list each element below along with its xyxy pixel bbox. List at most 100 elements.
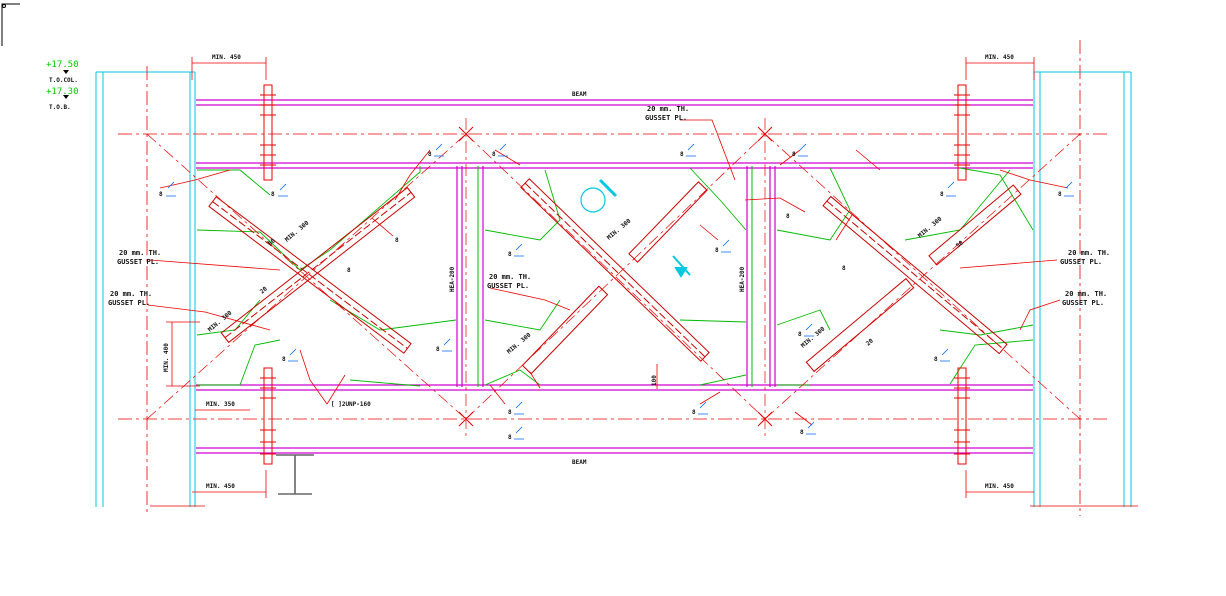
splice-plate-bottom-right (954, 367, 970, 465)
brace-mid-down (520, 178, 710, 362)
work-point-markers (458, 126, 773, 427)
unp-label: [ ]2UNP-160 (331, 401, 371, 408)
dim-min400: MIN. 400 (163, 343, 170, 372)
weld-size: 8 (786, 213, 790, 220)
level-beam-value: +17.30 (46, 87, 79, 97)
weld-size: 8 (934, 356, 938, 363)
hea-label-right: HEA-200 (739, 266, 746, 292)
level-labels: +17.50 T.O.COL. +17.30 T.O.B. (46, 60, 79, 111)
bracing-frame-bottom-beam (196, 384, 1033, 391)
weld-size: 8 (395, 237, 399, 244)
dim-100: 100 (651, 375, 658, 386)
gusset-callouts: 20 mm. TH. GUSSET PL. 20 mm. TH. GUSSET … (108, 105, 1110, 307)
dim-min300-mid-lower: MIN. 300 (506, 331, 533, 355)
dim-min300-left-lower: MIN. 300 (207, 309, 234, 333)
weld-size: 8 (508, 251, 512, 258)
dimension-texts: MIN. 450 MIN. 450 MIN. 450 MIN. 450 MIN.… (163, 54, 1014, 490)
dim-20-right: 20 (865, 337, 875, 347)
weld-size: 8 (347, 267, 351, 274)
i-beam-section-icon (276, 454, 314, 495)
section-texts: HEA-200 HEA-200 [ ]2UNP-160 (331, 266, 746, 408)
weld-size: 8 (436, 346, 440, 353)
level-beam-label: T.O.B. (49, 104, 71, 111)
gusset-callout-right2-l2: GUSSET PL. (1062, 299, 1104, 307)
dim-min350: MIN. 350 (206, 401, 235, 408)
weld-size: 8 (159, 191, 163, 198)
gusset-callout-mid-l1: 20 mm. TH. (489, 273, 531, 281)
brace-right-up-a (928, 184, 1022, 266)
dim-min450-top-left: MIN. 450 (212, 54, 241, 61)
right-column (1033, 71, 1132, 507)
dim-min450-bottom-right: MIN. 450 (985, 483, 1014, 490)
weld-symbols (166, 143, 1074, 440)
gusset-callout-mid-l2: GUSSET PL. (487, 282, 529, 290)
dim-min300-left: MIN. 300 (284, 219, 311, 243)
brace-mid-up-b (521, 285, 609, 375)
level-marker-icon (63, 70, 69, 74)
gusset-callout-right-l2: GUSSET PL. (1060, 258, 1102, 266)
hea-post-right (746, 166, 776, 387)
beam-label-bottom: BEAM (572, 459, 587, 466)
gusset-callout-right-l1: 20 mm. TH. (1068, 249, 1110, 257)
bottom-beam (196, 447, 1033, 454)
weld-size: 8 (508, 409, 512, 416)
work-lines (146, 118, 1081, 436)
brace-right-down (822, 195, 1008, 355)
gusset-callout-left2-l2: GUSSET PL. (108, 299, 150, 307)
section-arrow-icon (672, 255, 691, 278)
dim-min450-bottom-left: MIN. 450 (206, 483, 235, 490)
gusset-callout-top-l1: 20 mm. TH. (647, 105, 689, 113)
weld-size: 8 (428, 151, 432, 158)
detail-marker-icon (580, 178, 618, 213)
brace-mid-up-a (628, 181, 708, 263)
ucs-corner-icon (1, 3, 20, 46)
leader-lines (147, 119, 1069, 426)
dim-min300-mid: MIN. 300 (606, 217, 633, 241)
weld-size: 8 (842, 265, 846, 272)
gusset-callout-left-l1: 20 mm. TH. (119, 249, 161, 257)
splice-plate-top-right (954, 84, 970, 181)
weld-size: 8 (800, 429, 804, 436)
grid-centerlines (118, 40, 1110, 516)
hea-post-left (456, 166, 484, 387)
brace-right-up-b (805, 277, 915, 373)
hea-label-left: HEA-200 (449, 266, 456, 292)
brace-left-up (220, 186, 416, 344)
weld-size: 8 (282, 356, 286, 363)
weld-size: 8 (492, 151, 496, 158)
splice-plate-bottom-left (260, 367, 276, 465)
weld-size-texts: 8 8 8 8 8 8 8 8 8 8 8 8 8 8 8 8 8 8 8 8 … (159, 151, 1062, 441)
dim-min450-top-right: MIN. 450 (985, 54, 1014, 61)
weld-size: 8 (1058, 191, 1062, 198)
top-beam (196, 99, 1033, 106)
weld-size: 8 (680, 151, 684, 158)
dim-min300-right: MIN. 300 (917, 215, 944, 239)
weld-size: 8 (715, 247, 719, 254)
weld-size: 8 (508, 434, 512, 441)
left-column (95, 71, 196, 507)
level-col-value: +17.50 (46, 60, 79, 70)
level-markers (63, 70, 69, 99)
bracing-members (208, 178, 1022, 375)
beam-label-top: BEAM (572, 91, 587, 98)
gusset-callout-top-l2: GUSSET PL. (645, 114, 687, 122)
gusset-callout-right2-l1: 20 mm. TH. (1065, 290, 1107, 298)
splice-plate-top-left (260, 84, 276, 181)
dim-min300-right-lower: MIN. 300 (800, 325, 827, 349)
gusset-callout-left2-l1: 20 mm. TH. (110, 290, 152, 298)
level-col-label: T.O.COL. (49, 77, 78, 84)
dim-20-left: 20 (259, 285, 269, 295)
level-marker-icon (63, 95, 69, 99)
bracing-frame-top-beam (196, 162, 1033, 169)
weld-size: 8 (792, 151, 796, 158)
weld-size: 8 (692, 409, 696, 416)
dim-50-left: 50 (267, 237, 277, 247)
dim-50-right: 50 (955, 239, 965, 249)
weld-size: 8 (271, 191, 275, 198)
gusset-callout-left-l2: GUSSET PL. (117, 258, 159, 266)
weld-size: 8 (940, 191, 944, 198)
dimension-lines (150, 57, 1138, 507)
weld-size: 8 (798, 331, 802, 338)
